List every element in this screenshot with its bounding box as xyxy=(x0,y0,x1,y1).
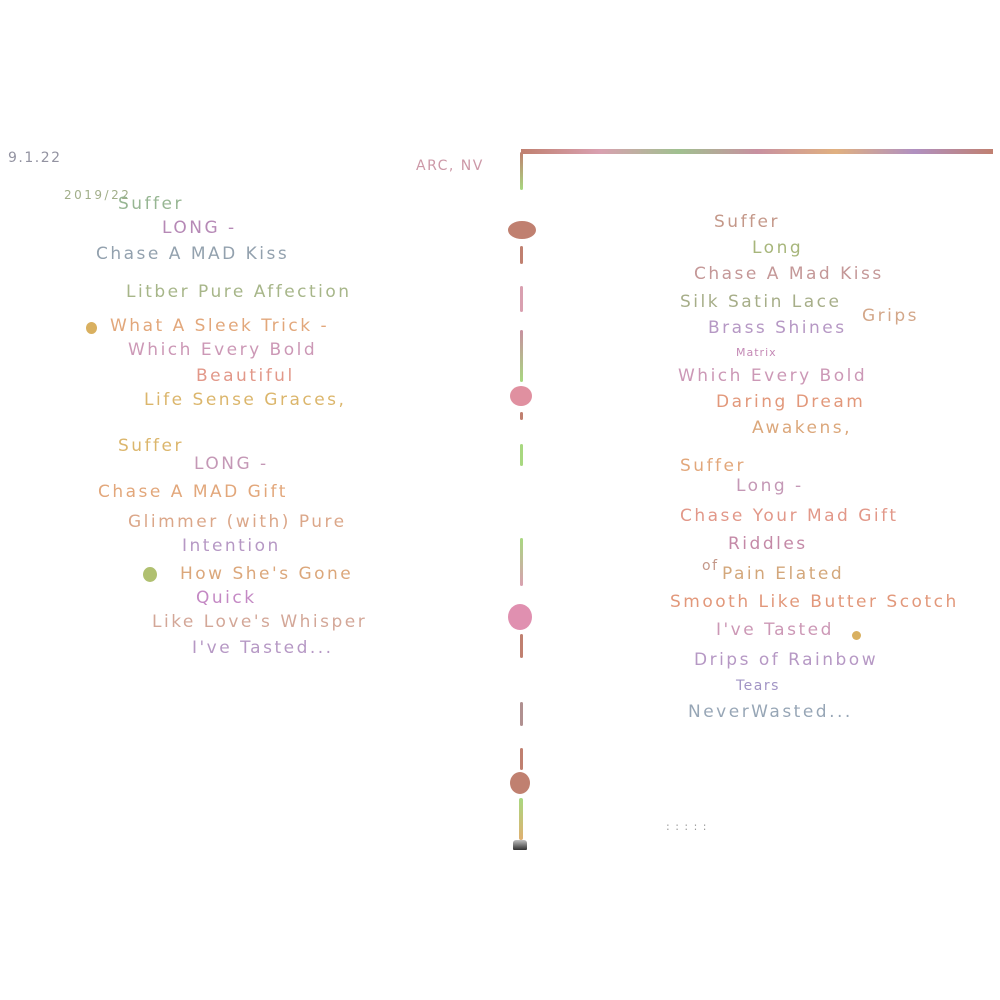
right-line-19: Drips of Rainbow xyxy=(694,650,879,670)
spine-segment xyxy=(520,702,523,726)
right-line-12: Long - xyxy=(736,476,804,496)
right-line-17: Smooth Like Butter Scotch xyxy=(670,592,959,612)
spine-segment xyxy=(520,412,523,420)
left-line-16: Like Love's Whisper xyxy=(152,612,368,632)
right-line-22: : : : : : xyxy=(666,820,708,833)
right-line-13: Chase Your Mad Gift xyxy=(680,506,899,526)
left-line-7: Beautiful xyxy=(196,366,295,386)
left-line-17: I've Tasted... xyxy=(192,638,334,658)
right-line-1: Suffer xyxy=(714,212,780,232)
left-line-6: Which Every Bold xyxy=(128,340,318,360)
spine-segment xyxy=(520,246,523,264)
right-line-21: NeverWasted... xyxy=(688,702,853,722)
spine-segment xyxy=(520,152,523,190)
right-line-18: I've Tasted xyxy=(716,620,834,640)
left-line-4: Litber Pure Affection xyxy=(126,282,352,302)
spine-segment xyxy=(520,634,523,658)
right-line-15: of xyxy=(702,558,719,574)
spine-segment xyxy=(520,748,523,770)
left-line-10: LONG - xyxy=(194,454,269,474)
right-line-9: Daring Dream xyxy=(716,392,866,412)
right-line-4: Silk Satin Lace xyxy=(680,292,842,312)
ink-blot xyxy=(852,631,861,640)
spine-segment xyxy=(520,538,523,586)
right-line-6: Brass Shines xyxy=(708,318,847,338)
right-line-8: Which Every Bold xyxy=(678,366,868,386)
right-line-16: Pain Elated xyxy=(722,564,845,584)
place-note: ARC, NV xyxy=(416,158,484,174)
left-line-11: Chase A MAD Gift xyxy=(98,482,288,502)
right-line-2: Long xyxy=(752,238,804,258)
left-date: 9.1.22 xyxy=(8,150,62,166)
right-line-3: Chase A Mad Kiss xyxy=(694,264,884,284)
left-line-5: What A Sleek Trick - xyxy=(110,316,330,336)
spine-knot xyxy=(508,604,532,630)
bullet-dot xyxy=(86,322,97,334)
right-line-14: Riddles xyxy=(728,534,808,554)
spine-segment xyxy=(519,798,523,840)
left-line-1: Suffer xyxy=(118,194,184,214)
right-line-20: Tears xyxy=(736,678,780,694)
left-line-2: LONG - xyxy=(162,218,237,238)
left-year-mark: 2019/22 xyxy=(64,188,132,202)
spine-end-cap xyxy=(513,840,527,850)
left-line-14: How She's Gone xyxy=(180,564,354,584)
spine-segment xyxy=(520,444,523,466)
left-line-9: Suffer xyxy=(118,436,184,456)
spine-segment xyxy=(520,286,523,312)
left-line-3: Chase A MAD Kiss xyxy=(96,244,290,264)
left-line-13: Intention xyxy=(182,536,281,556)
right-line-10: Awakens, xyxy=(752,418,852,438)
spine-knot xyxy=(510,772,530,794)
bullet-dot xyxy=(143,567,157,582)
spine-knot xyxy=(508,221,536,239)
right-line-5: Grips xyxy=(862,306,920,326)
right-line-7: Matrix xyxy=(736,346,777,359)
left-line-15: Quick xyxy=(196,588,257,608)
right-line-11: Suffer xyxy=(680,456,746,476)
left-line-8: Life Sense Graces, xyxy=(144,390,347,410)
page-edge-line xyxy=(521,149,993,154)
left-line-12: Glimmer (with) Pure xyxy=(128,512,347,532)
spine-knot xyxy=(510,386,532,406)
spine-segment xyxy=(520,330,523,382)
